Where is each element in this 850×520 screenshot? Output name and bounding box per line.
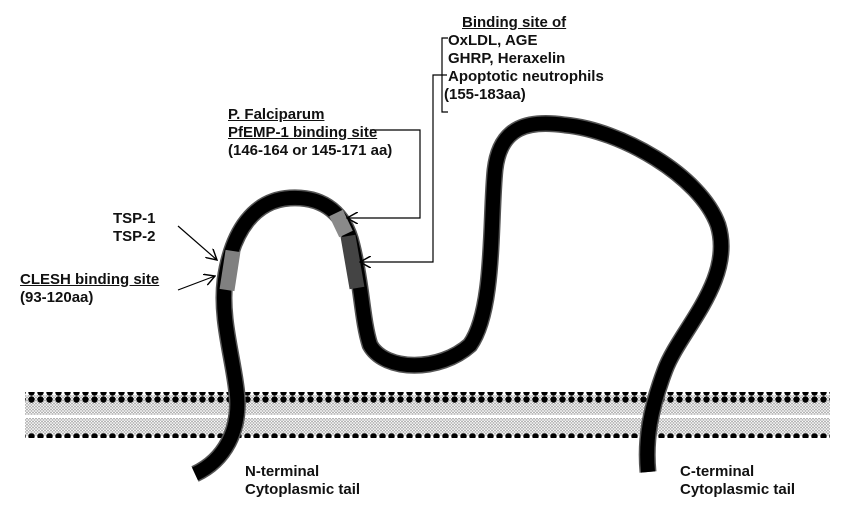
pf-subtitle: PfEMP-1 binding site bbox=[228, 124, 378, 141]
tsp1-label: TSP-1 bbox=[113, 210, 156, 227]
c-terminal-label: C-terminal bbox=[680, 463, 755, 480]
annotation-lines bbox=[177, 37, 448, 291]
clesh-title: CLESH binding site bbox=[20, 271, 160, 288]
pf-range: (146-164 or 145-171 aa) bbox=[228, 142, 393, 159]
pf-title: P. Falciparum bbox=[228, 106, 325, 123]
c-terminal-tail-label: Cytoplasmic tail bbox=[680, 481, 796, 498]
clesh-segment bbox=[219, 249, 241, 292]
tsp2-label: TSP-2 bbox=[113, 228, 156, 245]
binding-item-oxldl: OxLDL, AGE bbox=[448, 32, 538, 49]
binding-range: (155-183aa) bbox=[444, 86, 526, 103]
binding-site-title: Binding site of bbox=[462, 14, 567, 31]
binding-segment bbox=[340, 234, 365, 290]
binding-item-neutrophils: Apoptotic neutrophils bbox=[448, 68, 604, 85]
pfemp1-segment bbox=[329, 209, 353, 238]
binding-item-ghrp: GHRP, Heraxelin bbox=[448, 50, 566, 67]
n-terminal-tail-label: Cytoplasmic tail bbox=[245, 481, 361, 498]
clesh-range: (93-120aa) bbox=[20, 289, 94, 306]
cell-membrane bbox=[25, 392, 830, 438]
n-terminal-label: N-terminal bbox=[245, 463, 320, 480]
